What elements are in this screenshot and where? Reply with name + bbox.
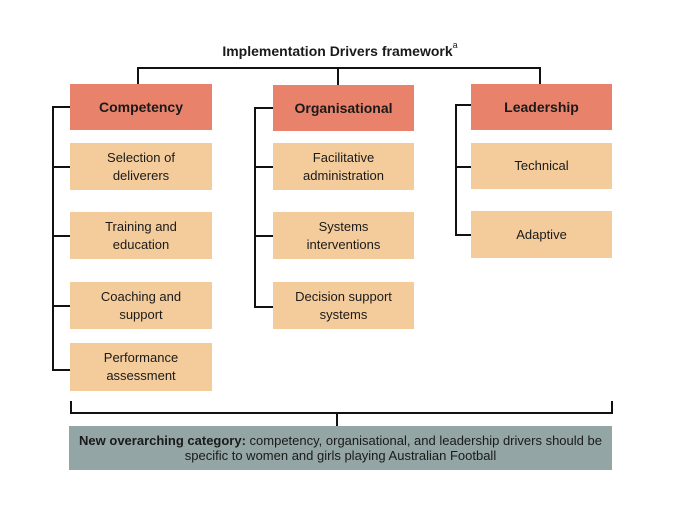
organisational-item-decision-label: Decision support systems	[295, 288, 392, 322]
leadership-item-technical-label: Technical	[514, 158, 569, 173]
competency-item-training-label: Training and education	[105, 218, 177, 252]
competency-branch-3	[52, 305, 70, 307]
leadership-branch-1	[455, 166, 471, 168]
competency-branch-4	[52, 369, 70, 371]
leadership-heading-label: Leadership	[504, 99, 579, 115]
organisational-item-decision: Decision support systems	[273, 282, 414, 329]
competency-item-selection: Selection of deliverers	[70, 143, 212, 190]
organisational-item-facilitative-label: Facilitative administration	[303, 149, 384, 183]
leadership-item-adaptive: Adaptive	[471, 211, 612, 258]
leadership-item-technical: Technical	[471, 143, 612, 189]
competency-item-training: Training and education	[70, 212, 212, 259]
overarching-category-description: competency, organisational, and leadersh…	[184, 433, 602, 463]
organisational-spine	[254, 107, 256, 308]
organisational-branch-top	[254, 107, 273, 109]
competency-item-coaching-label: Coaching and support	[100, 288, 182, 322]
organisational-branch-3	[254, 306, 273, 308]
overarching-category-box: New overarching category: competency, or…	[69, 426, 612, 470]
bottom-bracket-left	[70, 401, 72, 414]
competency-heading-label: Competency	[98, 99, 184, 115]
competency-branch-2	[52, 235, 70, 237]
top-connector-leadership	[539, 67, 541, 85]
organisational-heading: Organisational	[273, 85, 414, 131]
leadership-branch-top	[455, 104, 471, 106]
title-superscript: a	[452, 40, 458, 50]
leadership-item-adaptive-label: Adaptive	[516, 226, 567, 242]
organisational-heading-label: Organisational	[294, 100, 393, 116]
competency-heading: Competency	[70, 84, 212, 130]
competency-item-performance: Performance assessment	[70, 343, 212, 391]
competency-spine	[52, 106, 54, 371]
overarching-category-text: New overarching category: competency, or…	[77, 433, 604, 463]
organisational-branch-1	[254, 166, 273, 168]
title-text: Implementation Drivers framework	[222, 43, 453, 59]
competency-branch-1	[52, 166, 70, 168]
competency-branch-top	[52, 106, 70, 108]
bottom-bracket-right	[611, 401, 613, 414]
top-connector-organisational	[337, 67, 339, 86]
organisational-item-systems-label: Systems interventions	[306, 218, 381, 252]
bottom-bracket-horizontal	[70, 412, 613, 414]
organisational-item-facilitative: Facilitative administration	[273, 143, 414, 190]
top-connector-horizontal	[137, 67, 541, 69]
leadership-spine	[455, 104, 457, 236]
leadership-branch-2	[455, 234, 471, 236]
competency-item-coaching: Coaching and support	[70, 282, 212, 329]
overarching-category-label: New overarching category:	[79, 433, 246, 448]
leadership-heading: Leadership	[471, 84, 612, 130]
competency-item-performance-label: Performance assessment	[103, 350, 179, 383]
diagram-title: Implementation Drivers frameworka	[0, 40, 680, 59]
organisational-item-systems: Systems interventions	[273, 212, 414, 259]
bottom-bracket-stem	[336, 412, 338, 426]
competency-item-selection-label: Selection of deliverers	[107, 149, 175, 183]
top-connector-competency	[137, 67, 139, 85]
organisational-branch-2	[254, 235, 273, 237]
